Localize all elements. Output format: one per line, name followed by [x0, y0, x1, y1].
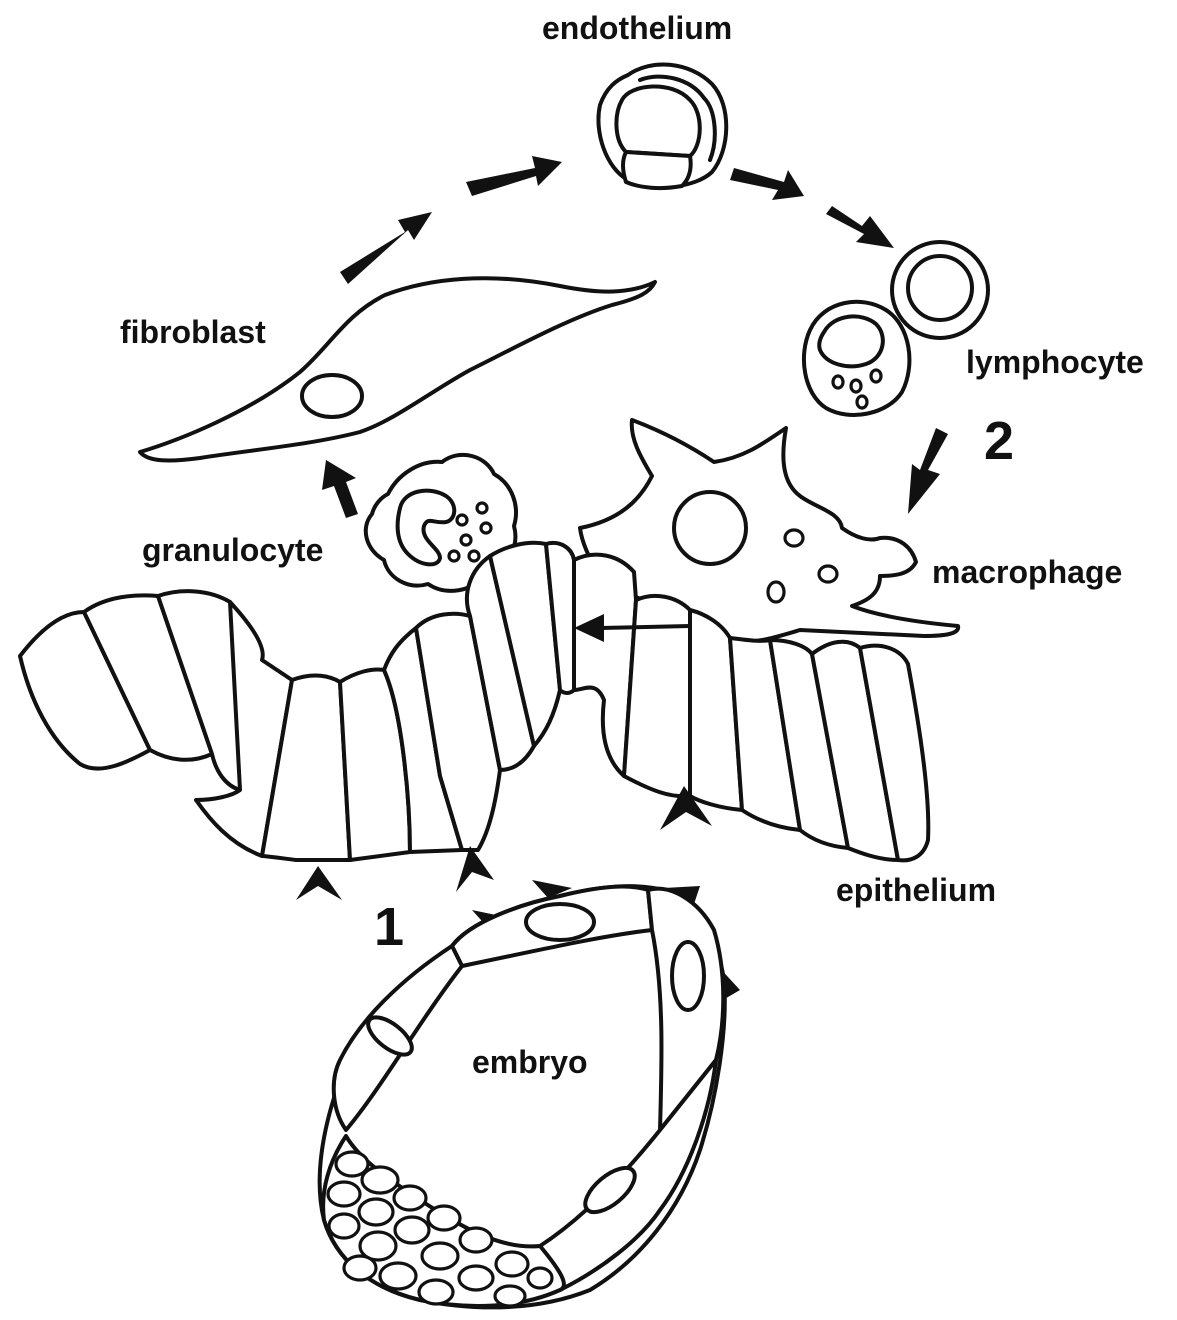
endothelium-cell [598, 64, 726, 188]
chevron-left [296, 866, 342, 900]
lymphocyte-nucleus-2 [819, 316, 883, 366]
marker-2: 2 [984, 414, 1014, 468]
arrow-endothelium-to-lymphocyte-1 [730, 168, 804, 200]
macrophage-nucleus [674, 492, 746, 564]
lymphocyte-cells [804, 242, 988, 415]
marker-1: 1 [374, 900, 404, 954]
macrophage-label: macrophage [932, 556, 1122, 588]
embryo-label: embryo [472, 1046, 588, 1078]
arrow-fibroblast-to-endothelium-2 [466, 156, 562, 196]
arrow-lymphocyte-to-macrophage [908, 428, 948, 514]
arrow-granulocyte-to-fibroblast [322, 460, 358, 518]
epithelium-label: epithelium [836, 874, 996, 906]
endothelium-label: endothelium [542, 12, 732, 44]
chevron-middle [456, 846, 494, 892]
fibroblast-label: fibroblast [120, 316, 266, 348]
fibroblast-nucleus [302, 375, 362, 417]
lymphocyte-nucleus-1 [908, 256, 972, 320]
arrow-fibroblast-to-endothelium-1 [340, 212, 432, 284]
arrow-endothelium-to-lymphocyte-2 [826, 206, 894, 248]
granulocyte-label: granulocyte [142, 534, 323, 566]
arrow-macrophage-to-epithelium [600, 626, 690, 628]
lymphocyte-label: lymphocyte [966, 346, 1144, 378]
fibroblast-cell [140, 278, 655, 460]
